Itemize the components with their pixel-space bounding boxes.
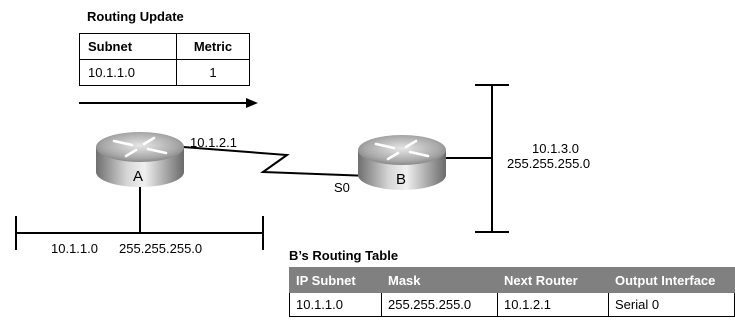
mask-cell: 255.255.255.0: [381, 292, 498, 317]
lan-b-mask: 255.255.255.0: [507, 156, 591, 171]
routing-table-title: B’s Routing Table: [289, 248, 399, 263]
router-a-label: A: [133, 168, 144, 185]
table-header-row: IP Subnet Mask Next Router Output Interf…: [289, 267, 735, 293]
router-a: [96, 132, 184, 187]
router-arrows-icon: [374, 139, 430, 161]
subnet-header: Subnet: [79, 33, 177, 60]
router-arrows-icon: [112, 136, 168, 158]
output-interface-header: Output Interface: [608, 267, 735, 293]
serial-link: [182, 146, 371, 177]
lan-a-mask: 255.255.255.0: [119, 241, 203, 256]
router-a-interface-ip: 10.1.2.1: [190, 135, 237, 150]
ip-subnet-header: IP Subnet: [289, 267, 382, 293]
router-b-interface-label: S0: [334, 180, 350, 195]
router-b-label: B: [396, 171, 407, 188]
mask-header: Mask: [381, 267, 498, 293]
update-arrow: [79, 98, 258, 108]
ip-subnet-cell: 10.1.1.0: [289, 292, 382, 317]
lan-b-segment: [438, 84, 509, 233]
lan-a-network: 10.1.1.0: [51, 241, 98, 256]
table-row: 10.1.1.0 255.255.255.0 10.1.2.1 Serial 0: [289, 292, 735, 317]
lan-a-segment: [15, 187, 264, 250]
subnet-cell: 10.1.1.0: [79, 59, 177, 86]
metric-cell: 1: [176, 59, 250, 86]
table-header-row: Subnet Metric: [79, 33, 250, 60]
metric-header: Metric: [176, 33, 250, 60]
next-router-header: Next Router: [497, 267, 609, 293]
routing-table: IP Subnet Mask Next Router Output Interf…: [289, 267, 735, 317]
output-interface-cell: Serial 0: [608, 292, 735, 317]
router-b: [358, 135, 446, 190]
routing-update-table: Subnet Metric 10.1.1.0 1: [79, 33, 250, 86]
lan-b-network: 10.1.3.0: [532, 141, 579, 156]
table-row: 10.1.1.0 1: [79, 59, 250, 86]
routing-update-title: Routing Update: [87, 9, 184, 24]
next-router-cell: 10.1.2.1: [497, 292, 609, 317]
